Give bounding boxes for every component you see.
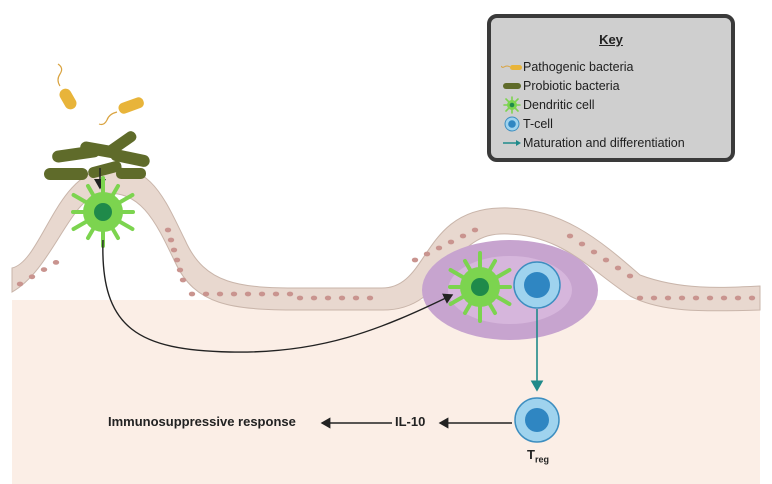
epithelial-nucleus — [650, 295, 658, 301]
dendritic-cell-icon — [503, 96, 521, 114]
epithelial-nucleus — [170, 247, 178, 253]
key-item-tcell: T-cell — [501, 115, 553, 133]
epithelial-nucleus — [286, 291, 294, 297]
epithelial-nucleus — [173, 257, 181, 263]
key-item-pathogenic: Pathogenic bacteria — [501, 58, 634, 76]
dendrite-process — [86, 184, 98, 202]
teal-arrow-icon — [503, 140, 521, 146]
t-cell-icon — [504, 116, 520, 132]
epithelial-nucleus — [258, 291, 266, 297]
key-item-label: Maturation and differentiation — [523, 136, 685, 150]
il10-label: IL-10 — [395, 414, 426, 429]
key-item-label: Probiotic bacteria — [523, 79, 620, 93]
treg-cell — [514, 397, 560, 443]
epithelium-layer — [11, 167, 761, 312]
epithelial-nucleus — [202, 291, 210, 297]
dendrite-process — [485, 259, 497, 277]
dendrite-process — [490, 292, 512, 306]
epithelial-nucleus — [459, 233, 467, 239]
treg-label-sub: reg — [534, 454, 549, 465]
t-cell — [513, 261, 561, 309]
epithelial-nucleus — [471, 227, 479, 233]
key-item-label: Pathogenic bacteria — [523, 60, 634, 74]
epithelial-nucleus — [164, 227, 172, 233]
epithelial-nucleus — [636, 295, 644, 301]
epithelial-nucleus — [310, 295, 318, 301]
epithelial-nucleus — [720, 295, 728, 301]
probiotic-bacteria-icon — [503, 83, 521, 89]
epithelial-nucleus — [230, 291, 238, 297]
dendrite-process — [86, 222, 98, 240]
epithelial-nucleus — [664, 295, 672, 301]
pathogenic-bacterium — [98, 97, 144, 126]
dendrite-process — [113, 217, 135, 231]
epithelial-nucleus — [179, 277, 187, 283]
epithelial-nucleus — [435, 245, 443, 251]
key-legend: Key Pathogenic bacteria Probiotic bacter… — [487, 14, 735, 162]
key-title: Key — [599, 32, 623, 47]
dendrite-process — [71, 193, 93, 207]
dendrite-process — [448, 292, 470, 306]
epithelial-nucleus — [52, 260, 60, 265]
epithelial-nucleus — [692, 295, 700, 301]
key-item-probiotic: Probiotic bacteria — [501, 77, 620, 95]
epithelial-nucleus — [338, 295, 346, 301]
dendrite-process — [108, 184, 120, 202]
epithelial-nucleus — [447, 239, 455, 245]
epithelial-nucleus — [748, 295, 756, 301]
epithelial-nucleus — [590, 249, 598, 255]
epithelial-nucleus — [296, 295, 304, 301]
epithelial-nucleus — [28, 274, 36, 280]
epithelial-nucleus — [16, 281, 24, 287]
epithelial-nucleus — [324, 295, 332, 301]
epithelial-nucleus — [626, 273, 634, 279]
epithelial-nucleus — [216, 291, 224, 297]
probiotic-bacteria-cluster — [44, 131, 150, 180]
epithelial-nucleus — [272, 291, 280, 297]
epithelial-nucleus — [167, 237, 175, 243]
pathogenic-bacterium — [57, 63, 77, 110]
epithelial-nuclei — [16, 227, 756, 301]
pathogenic-bacteria-icon — [501, 65, 522, 70]
epithelial-nucleus — [352, 295, 360, 301]
epithelial-nucleus — [176, 267, 184, 273]
epithelial-nucleus — [411, 257, 419, 263]
epithelial-nucleus — [244, 291, 252, 297]
dendrite-process — [113, 193, 135, 207]
dendrite-process — [71, 217, 93, 231]
dendrite-process — [108, 222, 120, 240]
key-item-dendritic: Dendritic cell — [501, 96, 595, 114]
dendrite-process — [490, 268, 512, 282]
key-item-label: Dendritic cell — [523, 98, 595, 112]
epithelial-nucleus — [678, 295, 686, 301]
dendrite-process — [485, 297, 497, 315]
dendritic-cell — [448, 251, 512, 323]
key-item-label: T-cell — [523, 117, 553, 131]
dendrite-process — [463, 297, 475, 315]
dendrite-process — [463, 259, 475, 277]
epithelial-nucleus — [614, 265, 622, 271]
epithelial-nucleus — [602, 257, 610, 263]
epithelial-nucleus — [423, 251, 431, 257]
epithelial-nucleus — [366, 295, 374, 301]
epithelial-nucleus — [578, 241, 586, 247]
treg-label: Treg — [527, 447, 549, 465]
epithelial-nucleus — [40, 267, 48, 272]
dendritic-cell — [71, 176, 135, 248]
key-item-maturation: Maturation and differentiation — [501, 134, 685, 152]
treg-label-main: T — [527, 447, 535, 462]
epithelial-nucleus — [734, 295, 742, 301]
epithelial-nucleus — [188, 291, 196, 297]
response-label: Immunosuppressive response — [108, 414, 296, 429]
migration-arrow — [102, 239, 454, 353]
epithelial-nucleus — [706, 295, 714, 301]
lamina-propria — [12, 300, 760, 484]
dendrite-process — [448, 268, 470, 282]
epithelial-nucleus — [566, 233, 574, 239]
